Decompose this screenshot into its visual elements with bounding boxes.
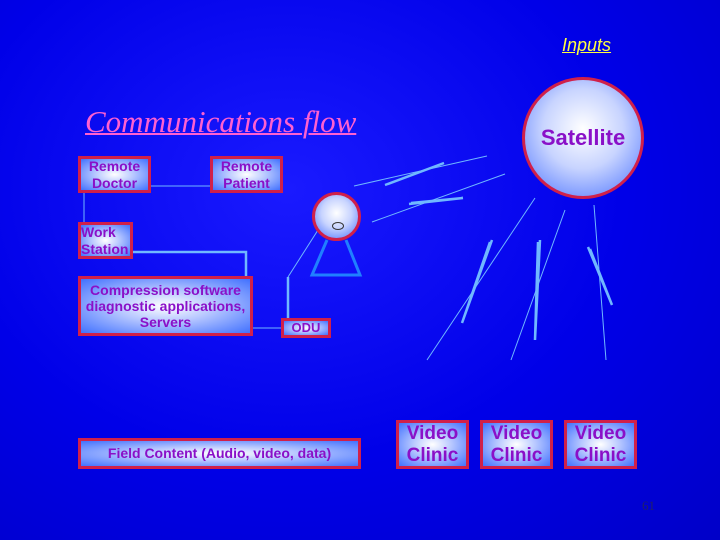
dish-feed-icon xyxy=(332,222,344,230)
satellite-node: Satellite xyxy=(522,77,644,199)
field-content-box: Field Content (Audio, video, data) xyxy=(78,438,361,469)
page-number: 61 xyxy=(642,498,655,513)
satellite-label: Satellite xyxy=(540,125,626,150)
satellite-dish-icon xyxy=(312,192,361,241)
video-clinic-box: Video Clinic xyxy=(480,420,553,469)
video-clinic-box: Video Clinic xyxy=(396,420,469,469)
video-clinic-box: Video Clinic xyxy=(564,420,637,469)
odu-box: ODU xyxy=(281,318,331,338)
inputs-link[interactable]: Inputs xyxy=(562,35,612,55)
remote-patient-box: Remote Patient xyxy=(210,156,283,193)
compression-box: Compression software diagnostic applicat… xyxy=(78,276,253,336)
dish-stand-icon xyxy=(309,239,363,277)
work-station-box: Work Station xyxy=(78,222,133,259)
remote-doctor-box: Remote Doctor xyxy=(78,156,151,193)
page-title: Communications flow xyxy=(85,104,357,139)
